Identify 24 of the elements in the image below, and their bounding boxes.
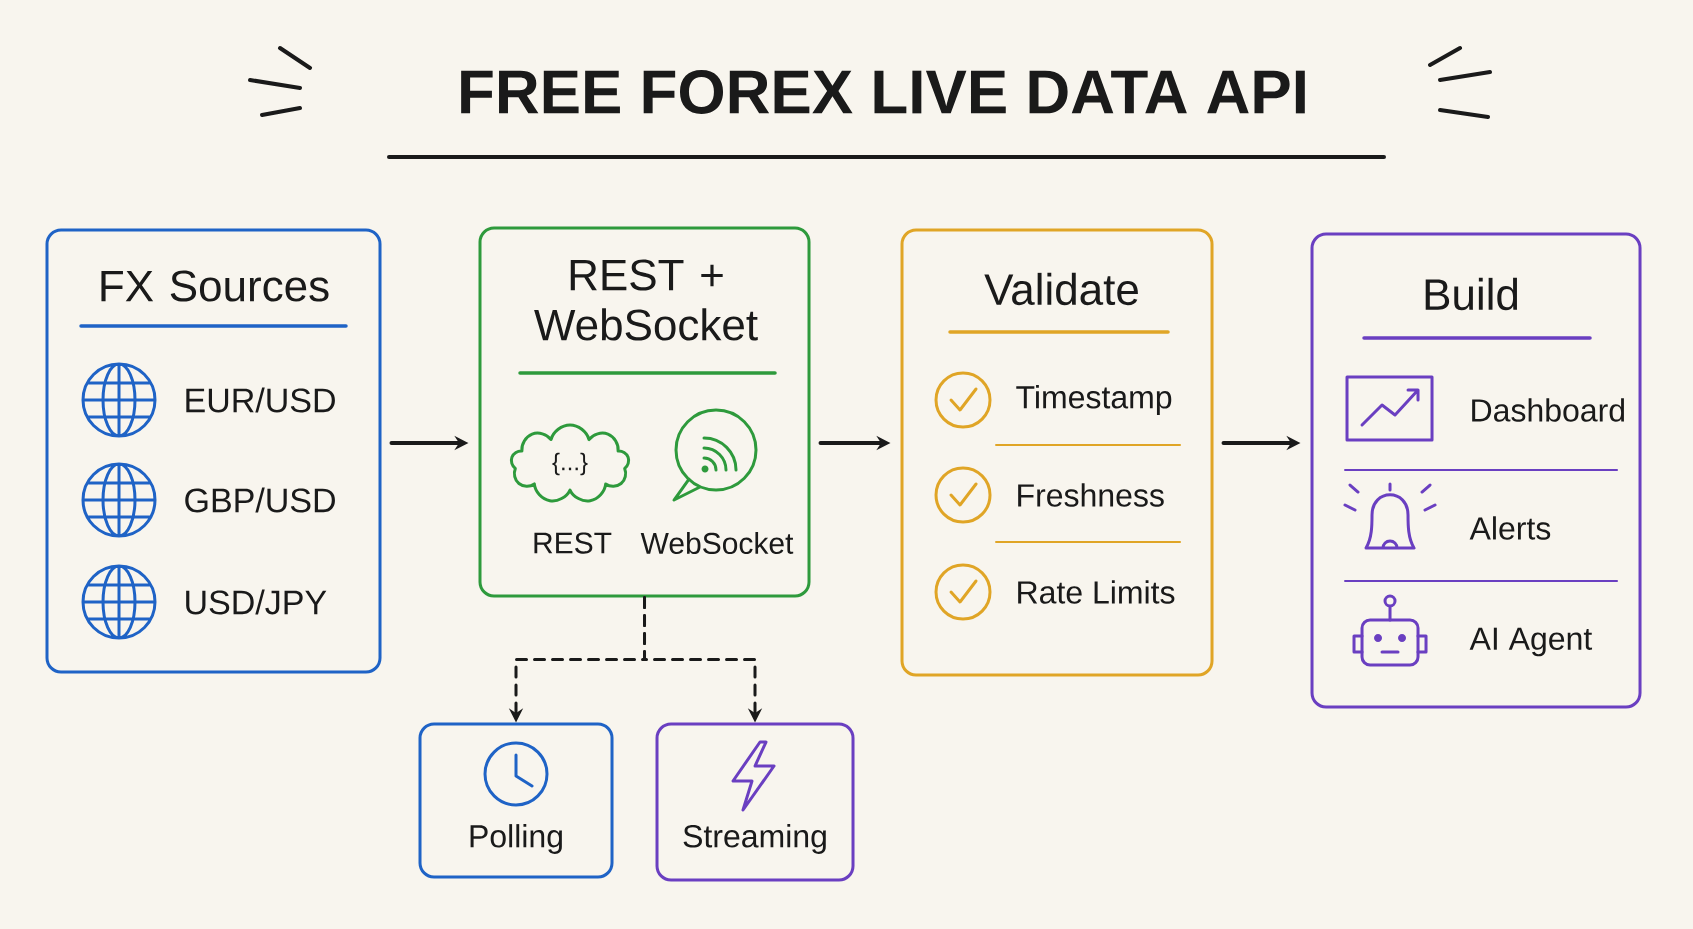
item-label: Dashboard — [1472, 398, 1624, 422]
heading: REST + WebSocket — [534, 259, 758, 341]
item-label: REST — [534, 532, 612, 554]
stage-box — [900, 228, 1214, 677]
item-label: Streaming — [683, 824, 826, 854]
mode-box — [655, 722, 855, 882]
heading: Build — [1425, 277, 1518, 311]
item-label: GBP/USD — [185, 487, 335, 513]
heading: FX Sources — [101, 270, 329, 302]
item-label: Polling — [470, 824, 562, 854]
item-label: Alerts — [1469, 516, 1551, 540]
stage-box — [45, 228, 382, 674]
item-label: AI Agent — [1469, 627, 1593, 657]
stage-box — [478, 226, 811, 598]
stage-box — [1310, 232, 1642, 709]
item-label: Timestamp — [1016, 385, 1172, 415]
mode-box — [418, 722, 614, 879]
item-label: USD/JPY — [186, 589, 327, 615]
title: FREE FOREX LIVE DATA API — [461, 70, 1305, 114]
item-label: Freshness — [1018, 483, 1164, 507]
item-label: EUR/USD — [186, 387, 335, 413]
item-label: Rate Limits — [1018, 580, 1175, 604]
item-label: WebSocket — [640, 532, 794, 555]
heading: Validate — [984, 272, 1138, 306]
